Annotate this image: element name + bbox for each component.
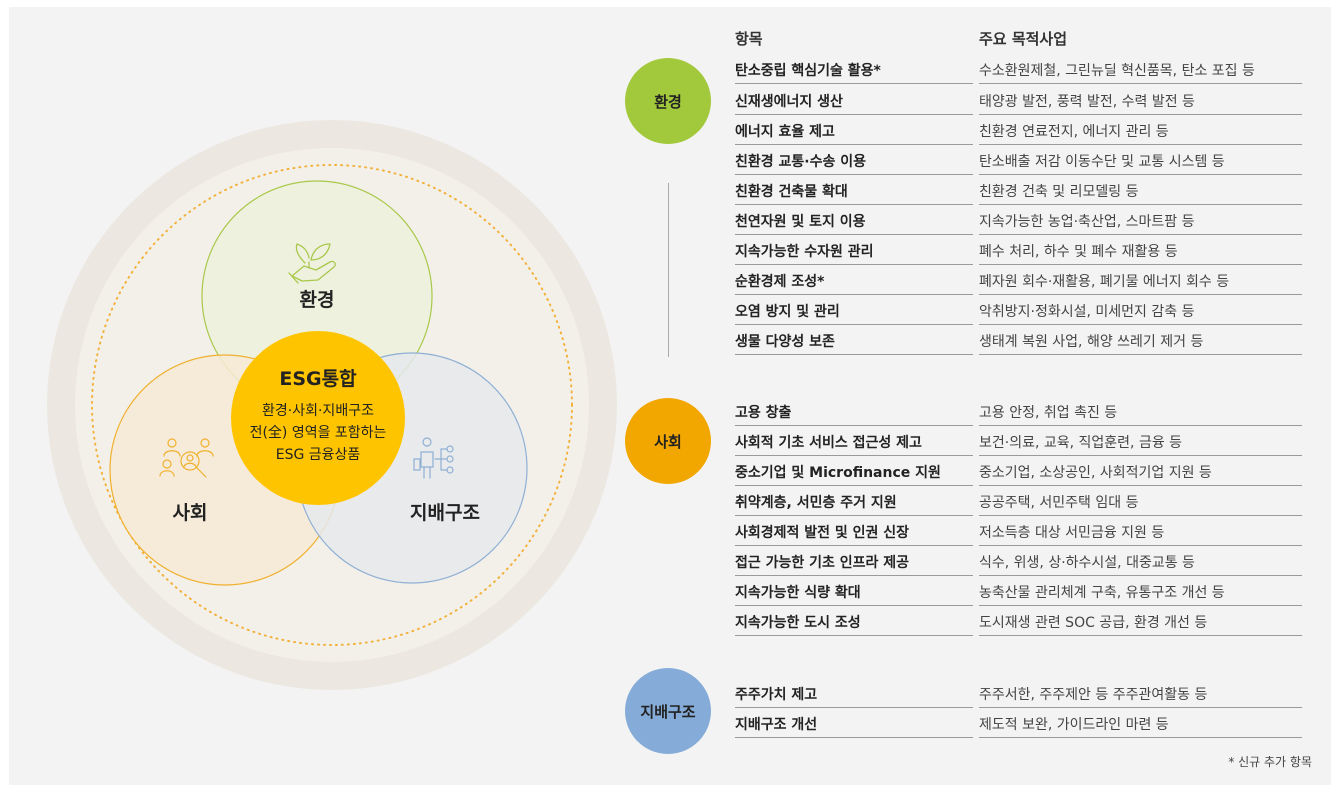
row-purpose: 태양광 발전, 풍력 발전, 수력 발전 등 — [979, 90, 1302, 115]
center-desc-line: 전(全) 영역을 포함하는 — [249, 425, 387, 441]
row-item: 중소기업 및 Microfinance 지원 — [735, 461, 973, 486]
row-item: 생물 다양성 보존 — [735, 330, 973, 355]
environment-connector-line — [668, 183, 669, 357]
row-purpose: 고용 안정, 취업 촉진 등 — [979, 401, 1302, 426]
environment-label: 환경 — [299, 289, 335, 311]
row-item: 지배구조 개선 — [735, 713, 973, 738]
row-purpose: 농축산물 관리체계 구축, 유통구조 개선 등 — [979, 581, 1302, 606]
governance-category-circle: 지배구조 — [625, 668, 711, 754]
row-item: 친환경 건축물 확대 — [735, 180, 973, 205]
dotted-ring — [91, 164, 573, 646]
row-item: 탄소중립 핵심기술 활용* — [735, 59, 973, 84]
row-purpose: 폐수 처리, 하수 및 폐수 재활용 등 — [979, 240, 1302, 265]
row-purpose: 도시재생 관련 SOC 공급, 환경 개선 등 — [979, 611, 1302, 636]
governance-label: 지배구조 — [410, 502, 480, 524]
row-purpose: 탄소배출 저감 이동수단 및 교통 시스템 등 — [979, 150, 1302, 175]
center-desc-line: 환경·사회·지배구조 — [262, 403, 374, 419]
row-item: 신재생에너지 생산 — [735, 90, 973, 115]
row-item: 고용 창출 — [735, 401, 973, 426]
row-purpose: 주주서한, 주주제안 등 주주관여활동 등 — [979, 683, 1302, 708]
row-purpose: 제도적 보완, 가이드라인 마련 등 — [979, 713, 1302, 738]
row-item: 천연자원 및 토지 이용 — [735, 210, 973, 235]
row-purpose: 지속가능한 농업·축산업, 스마트팜 등 — [979, 210, 1302, 235]
row-purpose: 친환경 연료전지, 에너지 관리 등 — [979, 120, 1302, 145]
row-purpose: 수소환원제철, 그린뉴딜 혁신품목, 탄소 포집 등 — [979, 59, 1302, 84]
header-purpose: 주요 목적사업 — [979, 30, 1068, 48]
social-category-circle: 사회 — [625, 398, 711, 484]
row-item: 취약계층, 서민층 주거 지원 — [735, 491, 973, 516]
row-item: 오염 방지 및 관리 — [735, 300, 973, 325]
row-item: 주주가치 제고 — [735, 683, 973, 708]
network-person-icon — [413, 437, 454, 479]
footnote: * 신규 추가 항목 — [1228, 755, 1312, 769]
row-purpose: 악취방지·정화시설, 미세먼지 감축 등 — [979, 300, 1302, 325]
esg-venn-diagram: 환경 사회 지배구조 ESG통합 환경·사회·지배구조 전(全) 영역을 포함하… — [0, 0, 640, 792]
center-description: 환경·사회·지배구조 전(全) 영역을 포함하는 ESG 금융상품 — [228, 400, 408, 466]
row-purpose: 생태계 복원 사업, 해양 쓰레기 제거 등 — [979, 330, 1302, 355]
row-purpose: 공공주택, 서민주택 임대 등 — [979, 491, 1302, 516]
plant-in-hand-icon — [288, 243, 336, 284]
center-circle — [231, 331, 405, 505]
row-item: 순환경제 조성* — [735, 270, 973, 295]
row-item: 사회적 기초 서비스 접근성 제고 — [735, 431, 973, 456]
people-search-icon — [159, 438, 214, 478]
row-purpose: 저소득층 대상 서민금융 지원 등 — [979, 521, 1302, 546]
header-item: 항목 — [735, 30, 763, 48]
row-item: 지속가능한 도시 조성 — [735, 611, 973, 636]
row-item: 사회경제적 발전 및 인권 신장 — [735, 521, 973, 546]
social-label: 사회 — [172, 502, 208, 524]
row-purpose: 보건·의료, 교육, 직업훈련, 금융 등 — [979, 431, 1302, 456]
environment-category-circle: 환경 — [625, 58, 711, 144]
row-item: 지속가능한 식량 확대 — [735, 581, 973, 606]
row-item: 친환경 교통·수송 이용 — [735, 150, 973, 175]
center-title: ESG통합 — [279, 368, 357, 390]
row-item: 접근 가능한 기초 인프라 제공 — [735, 551, 973, 576]
row-purpose: 친환경 건축 및 리모델링 등 — [979, 180, 1302, 205]
center-desc-line: ESG 금융상품 — [275, 447, 361, 463]
row-purpose: 중소기업, 소상공인, 사회적기업 지원 등 — [979, 461, 1302, 486]
row-item: 에너지 효율 제고 — [735, 120, 973, 145]
row-purpose: 식수, 위생, 상·하수시설, 대중교통 등 — [979, 551, 1302, 576]
row-purpose: 폐자원 회수·재활용, 폐기물 에너지 회수 등 — [979, 270, 1302, 295]
row-item: 지속가능한 수자원 관리 — [735, 240, 973, 265]
